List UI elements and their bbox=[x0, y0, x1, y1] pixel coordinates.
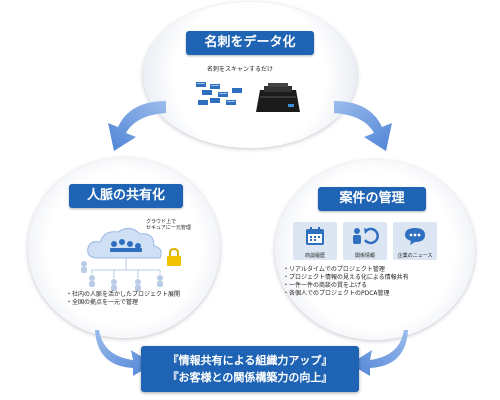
calendar-icon bbox=[306, 227, 324, 245]
outcome-banner: 『情報共有による組織力アップ』 『お客様との関係構築力の向上』 bbox=[141, 346, 359, 392]
cloud-icon bbox=[81, 228, 163, 291]
icon-label: 関係情報 bbox=[354, 253, 375, 259]
outcome-line-1: 『情報共有による組織力アップ』 bbox=[167, 354, 333, 367]
cloud-caption-line-1: クラウド上で bbox=[146, 219, 177, 225]
deal-history-card: 商談履歴 bbox=[293, 222, 337, 260]
list-item: ・各個人でのプロジェクトのPDCA管理 bbox=[283, 290, 390, 297]
person-icon bbox=[81, 261, 163, 291]
arrow-right-to-bottom-icon bbox=[350, 330, 408, 376]
relation-info-card: 関係情報 bbox=[343, 222, 387, 260]
people-sync-icon bbox=[353, 227, 379, 245]
business-card-icon bbox=[196, 82, 242, 105]
arrow-top-to-left-icon bbox=[108, 101, 166, 151]
network-step-title: 人脈の共有化 bbox=[69, 184, 183, 208]
list-item: ・社内の人脈を活かしたプロジェクト展開 bbox=[66, 291, 181, 298]
list-item: ・一件一件の商談の質を上げる bbox=[283, 282, 368, 289]
company-news-card: 企業のニュース bbox=[393, 222, 437, 260]
icon-label: 商談履歴 bbox=[304, 253, 325, 259]
cloud-caption: クラウド上で セキュアに一元管理 bbox=[146, 219, 191, 231]
chat-bubble-icon bbox=[405, 228, 425, 245]
outcome-line-2: 『お客様との関係構築力の向上』 bbox=[167, 371, 333, 384]
arrow-top-to-right-icon bbox=[334, 101, 392, 151]
lock-icon bbox=[167, 248, 181, 266]
project-benefits-list: ・リアルタイムでのプロジェクト管理 ・プロジェクト情報の見える化による情報共有 … bbox=[283, 266, 409, 298]
scan-step-circle bbox=[143, 2, 357, 148]
list-item: ・プロジェクト情報の見える化による情報共有 bbox=[283, 274, 409, 281]
cloud-caption-line-2: セキュアに一元管理 bbox=[146, 225, 191, 231]
list-item: ・全国の拠点を一元で管理 bbox=[66, 299, 139, 306]
network-benefits-list: ・社内の人脈を活かしたプロジェクト展開 ・全国の拠点を一元で管理 bbox=[66, 291, 180, 307]
scan-caption: 名刺をスキャンするだけ bbox=[207, 66, 274, 73]
scan-step-title: 名刺をデータ化 bbox=[186, 31, 314, 55]
scanner-icon bbox=[256, 83, 300, 112]
arrow-left-to-bottom-icon bbox=[95, 330, 153, 376]
list-item: ・リアルタイムでのプロジェクト管理 bbox=[283, 266, 385, 273]
project-step-title: 案件の管理 bbox=[318, 187, 426, 211]
icon-label: 企業のニュース bbox=[397, 253, 433, 259]
